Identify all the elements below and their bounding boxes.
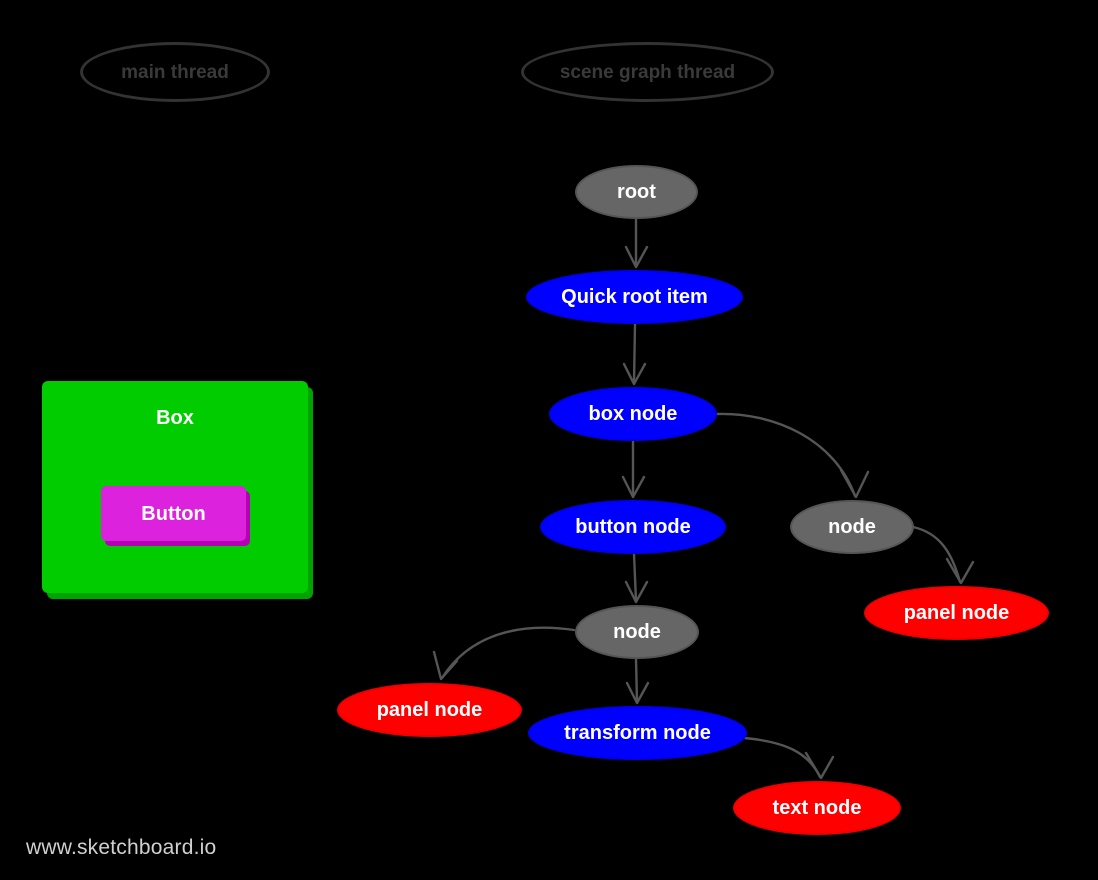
node-panel-node-left-label: panel node	[376, 699, 483, 721]
node-node-center[interactable]: node	[575, 605, 699, 659]
lane-main-thread-label: main thread	[121, 61, 229, 83]
edge-box-to-node-right	[714, 412, 870, 499]
edge-button-to-node-center	[624, 552, 649, 604]
box-widget-label: Box	[156, 407, 194, 429]
node-panel-node-right[interactable]: panel node	[864, 586, 1049, 640]
node-transform-node-label: transform node	[564, 722, 711, 744]
lane-scene-graph-thread-label: scene graph thread	[559, 61, 736, 83]
node-panel-node-right-label: panel node	[903, 602, 1010, 624]
node-button-node-label: button node	[575, 516, 691, 538]
edge-box-to-button	[621, 439, 646, 499]
node-root-label: root	[617, 181, 656, 203]
edge-root-to-quick-root-item	[624, 217, 649, 269]
node-box-node-label: box node	[588, 403, 678, 425]
edge-node-right-to-panel-right	[911, 525, 975, 585]
edge-node-center-to-panel-left	[432, 626, 576, 681]
edge-transform-to-text	[743, 736, 835, 780]
node-text-node[interactable]: text node	[733, 781, 901, 835]
watermark: www.sketchboard.io	[26, 836, 217, 859]
edge-node-center-to-transform	[625, 657, 650, 705]
node-text-node-label: text node	[772, 797, 862, 819]
node-panel-node-left[interactable]: panel node	[337, 683, 522, 737]
node-transform-node[interactable]: transform node	[528, 706, 747, 760]
node-box-node[interactable]: box node	[549, 387, 717, 441]
node-root[interactable]: root	[575, 165, 698, 219]
button-widget[interactable]: Button	[101, 486, 246, 541]
node-node-center-label: node	[613, 621, 661, 643]
box-widget[interactable]: Box Button	[42, 381, 308, 593]
lane-scene-graph-thread: scene graph thread	[521, 42, 774, 102]
edge-quick-root-item-to-box	[622, 322, 647, 386]
node-node-right-label: node	[828, 516, 876, 538]
node-quick-root-item-label: Quick root item	[561, 286, 708, 308]
lane-main-thread: main thread	[80, 42, 270, 102]
button-widget-label: Button	[141, 502, 206, 525]
node-quick-root-item[interactable]: Quick root item	[526, 270, 743, 324]
node-node-right[interactable]: node	[790, 500, 914, 554]
node-button-node[interactable]: button node	[540, 500, 726, 554]
